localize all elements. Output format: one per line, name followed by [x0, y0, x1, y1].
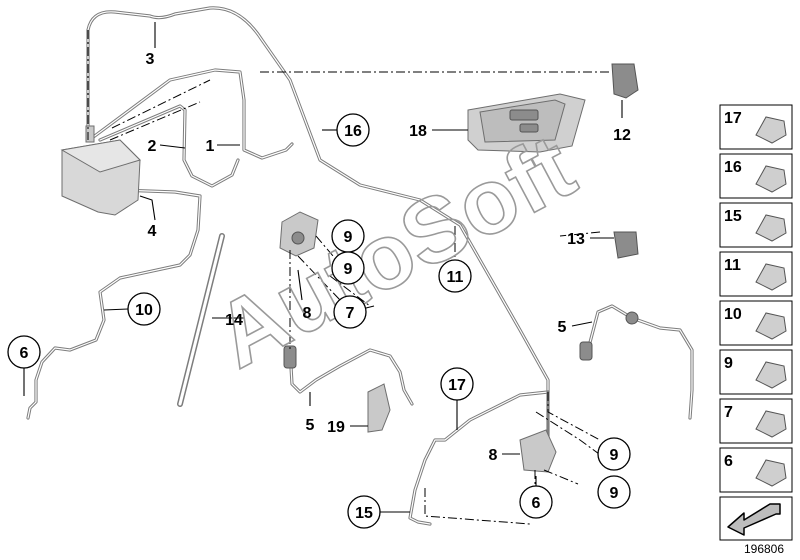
- cover-panel-icon: [467, 93, 586, 153]
- legend-item-17[interactable]: 17: [719, 104, 793, 150]
- legend-number: 17: [724, 110, 742, 127]
- callout-3: 3: [146, 51, 155, 68]
- callout-6a: 6: [20, 345, 29, 362]
- leader-lines: [23, 22, 623, 513]
- circle-9d: [597, 475, 631, 509]
- callout-18: 18: [409, 123, 427, 140]
- circled-callout-labels: 6 10 16 9 9 7 11 17 9 9 6 15: [20, 123, 619, 522]
- legend-nav-box[interactable]: [719, 496, 793, 541]
- bracket-icon-12: [611, 63, 639, 99]
- hydraulic-unit-icon: [60, 125, 141, 216]
- callout-9a: 9: [344, 229, 353, 246]
- legend-part-icon: [755, 459, 787, 487]
- legend-number: 7: [724, 404, 733, 421]
- legend-item-11[interactable]: 11: [719, 251, 793, 297]
- circle-9c: [597, 437, 631, 471]
- circle-6b: [519, 485, 553, 519]
- callout-6b: 6: [532, 495, 541, 512]
- legend-item-10[interactable]: 10: [719, 300, 793, 346]
- legend-item-6[interactable]: 6: [719, 447, 793, 493]
- callout-2: 2: [148, 138, 157, 155]
- callout-14: 14: [225, 312, 243, 329]
- legend-number: 10: [724, 306, 742, 323]
- callout-5b: 5: [558, 319, 567, 336]
- legend-item-16[interactable]: 16: [719, 153, 793, 199]
- callout-8b: 8: [489, 447, 498, 464]
- circle-6a: [7, 335, 41, 369]
- circle-11: [438, 259, 472, 293]
- circle-16: [336, 113, 370, 147]
- legend-part-icon: [755, 263, 787, 291]
- callout-1: 1: [206, 138, 215, 155]
- callout-17: 17: [448, 377, 466, 394]
- circled-callouts: [7, 113, 631, 529]
- clip-icon-8-lower: [519, 429, 557, 473]
- callout-7: 7: [346, 305, 355, 322]
- legend-number: 6: [724, 453, 733, 470]
- legend-part-icon: [755, 410, 787, 438]
- legend-item-15[interactable]: 15: [719, 202, 793, 248]
- callout-10: 10: [135, 302, 153, 319]
- callout-19: 19: [327, 419, 345, 436]
- callout-4: 4: [148, 223, 157, 240]
- callout-5a: 5: [306, 417, 315, 434]
- legend-number: 15: [724, 208, 742, 225]
- legend-part-icon: [755, 361, 787, 389]
- legend-part-icon: [755, 312, 787, 340]
- legend-item-9[interactable]: 9: [719, 349, 793, 395]
- circle-9b: [331, 251, 365, 285]
- circle-7: [333, 295, 367, 329]
- circle-15: [347, 495, 381, 529]
- circle-17: [440, 367, 474, 401]
- callout-15: 15: [355, 505, 373, 522]
- brake-lines: [26, 6, 694, 526]
- legend-panel: 17 16 15 11 10 9 7 6: [719, 104, 793, 493]
- clip-icon-19: [367, 383, 391, 433]
- legend-item-7[interactable]: 7: [719, 398, 793, 444]
- legend-number: 11: [724, 257, 741, 274]
- diagram-id: 196806: [744, 542, 784, 556]
- legend-number: 16: [724, 159, 742, 176]
- callout-11: 11: [447, 269, 464, 286]
- legend-part-icon: [755, 165, 787, 193]
- arrow-icon: [727, 503, 781, 536]
- callout-9d: 9: [610, 485, 619, 502]
- callout-12: 12: [613, 127, 631, 144]
- callout-9b: 9: [344, 261, 353, 278]
- callout-8a: 8: [303, 305, 312, 322]
- callout-16: 16: [344, 123, 362, 140]
- legend-number: 9: [724, 355, 733, 372]
- clip-icon-9-upper: [279, 211, 319, 257]
- legend-part-icon: [755, 214, 787, 242]
- callouts: 3 2 1 4 18 12 13 14 8 5 19 5 8: [146, 51, 631, 464]
- bracket-icon-13: [613, 231, 639, 259]
- circle-10: [127, 292, 161, 326]
- connector-icon-5: [283, 311, 639, 369]
- callout-9c: 9: [610, 447, 619, 464]
- legend-part-icon: [755, 116, 787, 144]
- callout-13: 13: [567, 231, 585, 248]
